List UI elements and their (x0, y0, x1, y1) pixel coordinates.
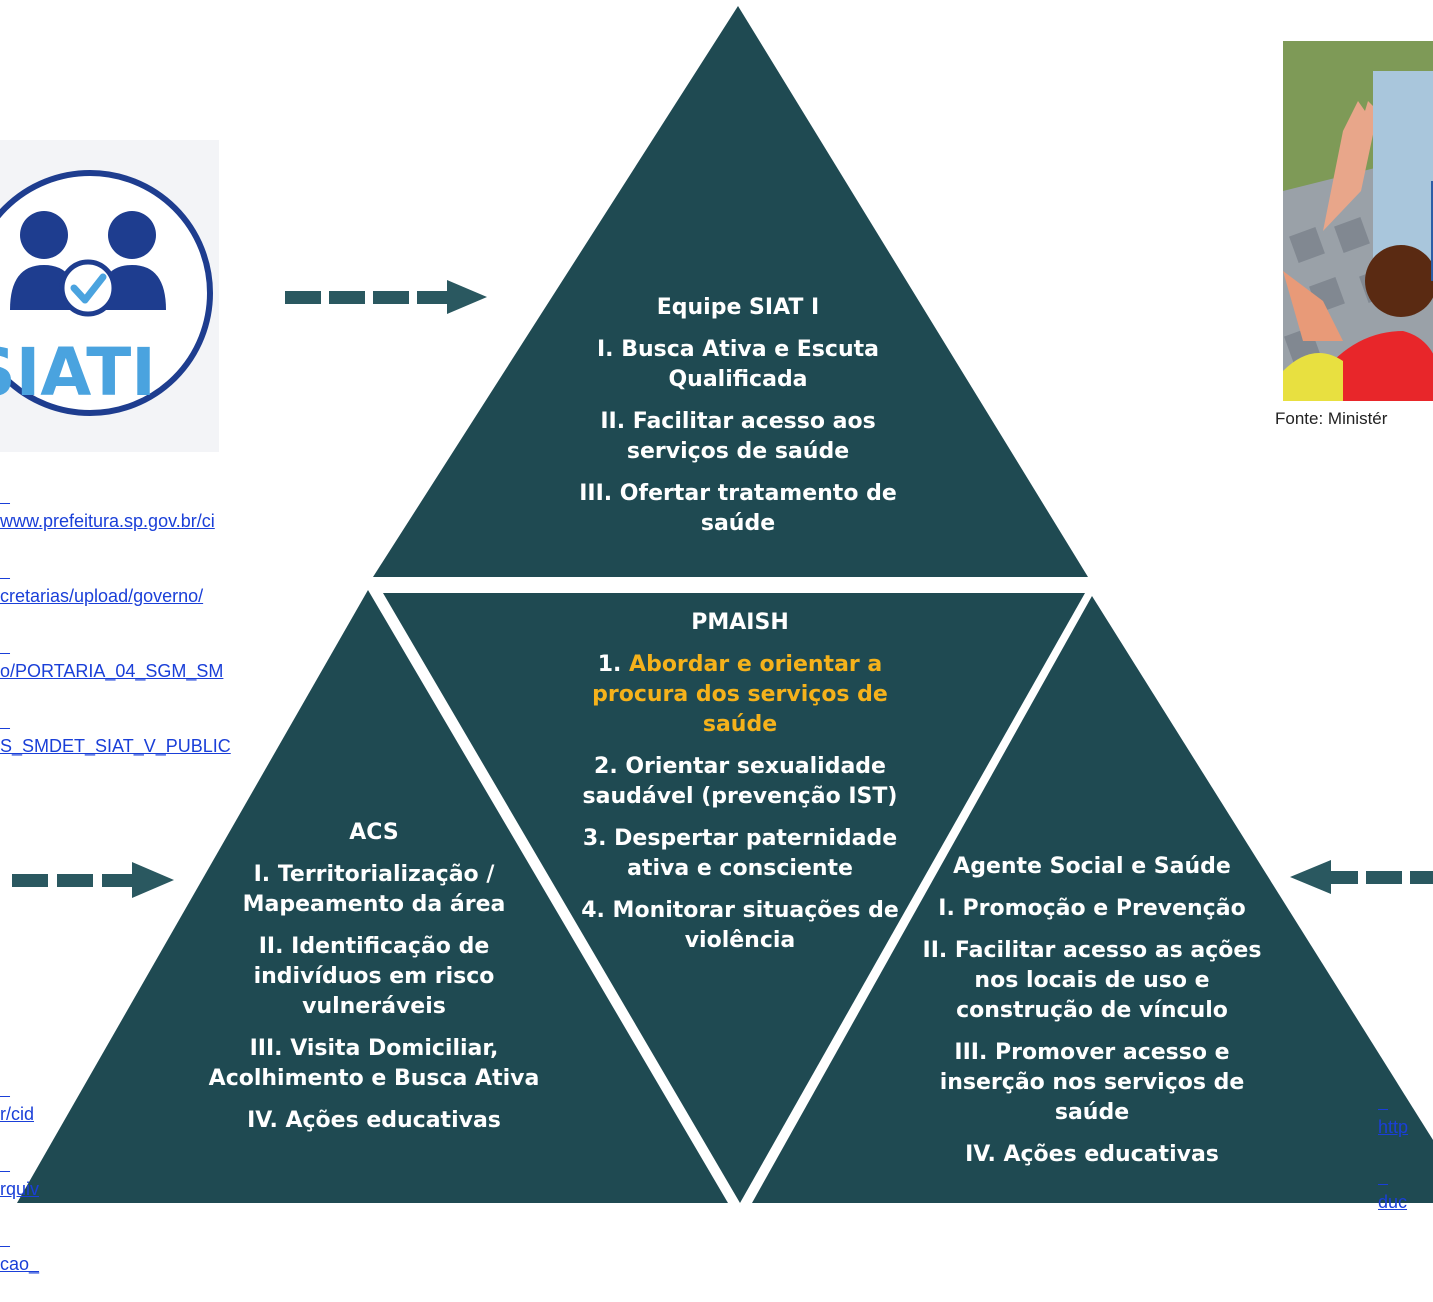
right-triangle (752, 596, 1433, 1203)
link-line[interactable]: o/PORTARIA_04_SGM_SM (0, 661, 224, 681)
left-triangle-item: IV. Ações educativas (247, 1108, 501, 1133)
right-triangle-item: III. Promover acesso e inserção nos serv… (939, 1040, 1245, 1125)
center-triangle (383, 593, 1085, 1203)
top-triangle-text: Equipe SIAT I I. Busca Ativa e Escuta Qu… (568, 293, 908, 551)
center-triangle-text: PMAISH 1. Abordar e orientar a procura d… (570, 608, 910, 968)
link-line[interactable]: duc (1378, 1192, 1408, 1212)
right-triangle-title: Agente Social e Saúde (953, 854, 1231, 879)
right-triangle-item: IV. Ações educativas (965, 1142, 1219, 1167)
top-triangle-item: II. Facilitar acesso aos serviços de saú… (600, 409, 876, 464)
top-triangle-item: III. Ofertar tratamento de saúde (579, 481, 897, 536)
center-triangle-item: 2. Orientar sexualidade saudável (preven… (582, 754, 898, 809)
left-triangle (17, 590, 728, 1203)
left-source-link[interactable]: r/cid rquiv cao_ (0, 1052, 48, 1302)
highlight-number: 1. (597, 652, 622, 677)
center-triangle-item: 3. Despertar paternidade ativa e conscie… (582, 826, 898, 881)
center-triangle-item: 4. Monitorar situações de violência (581, 898, 899, 953)
siati-source-link[interactable]: www.prefeitura.sp.gov.br/ci cretarias/up… (0, 459, 272, 784)
arrow-right-left-icon (1290, 860, 1433, 894)
link-line[interactable]: S_SMDET_SIAT_V_PUBLIC (0, 736, 231, 756)
right-triangle-item: II. Facilitar acesso as ações nos locais… (922, 938, 1262, 1023)
link-line[interactable]: http (1378, 1117, 1409, 1137)
photo-caption: Fonte: Ministér (1275, 409, 1388, 428)
top-triangle (373, 6, 1088, 577)
link-line[interactable]: www.prefeitura.sp.gov.br/ci (0, 511, 215, 531)
highlight-text: Abordar e orientar a procura dos serviço… (592, 652, 888, 737)
arrow-left-right-icon (12, 862, 174, 898)
link-line[interactable]: cretarias/upload/governo/ (0, 586, 204, 606)
left-triangle-text: ACS I. Territorialização / Mapeamento da… (204, 818, 544, 1148)
left-triangle-title: ACS (349, 820, 399, 845)
left-triangle-item: I. Territorialização / Mapeamento da áre… (242, 862, 506, 917)
center-triangle-title: PMAISH (691, 610, 789, 635)
link-line[interactable]: r/cid (0, 1104, 35, 1124)
illustration-image (1283, 41, 1433, 401)
arrow-top-right-icon (285, 280, 487, 314)
center-triangle-item-highlight: 1. Abordar e orientar a procura dos serv… (570, 650, 910, 740)
left-triangle-item: III. Visita Domiciliar, Acolhimento e Bu… (208, 1036, 540, 1091)
link-line[interactable]: rquiv (0, 1179, 40, 1199)
right-triangle-item: I. Promoção e Prevenção (938, 896, 1246, 921)
right-triangle-text: Agente Social e Saúde I. Promoção e Prev… (922, 852, 1262, 1182)
left-triangle-item: II. Identificação de indivíduos em risco… (253, 934, 495, 1019)
right-source-link[interactable]: http duc (1378, 1065, 1433, 1240)
diagram-canvas (12, 6, 1433, 1203)
link-line[interactable]: cao_ (0, 1254, 40, 1274)
top-triangle-title: Equipe SIAT I (656, 295, 820, 320)
top-triangle-item: I. Busca Ativa e Escuta Qualificada (597, 337, 879, 392)
